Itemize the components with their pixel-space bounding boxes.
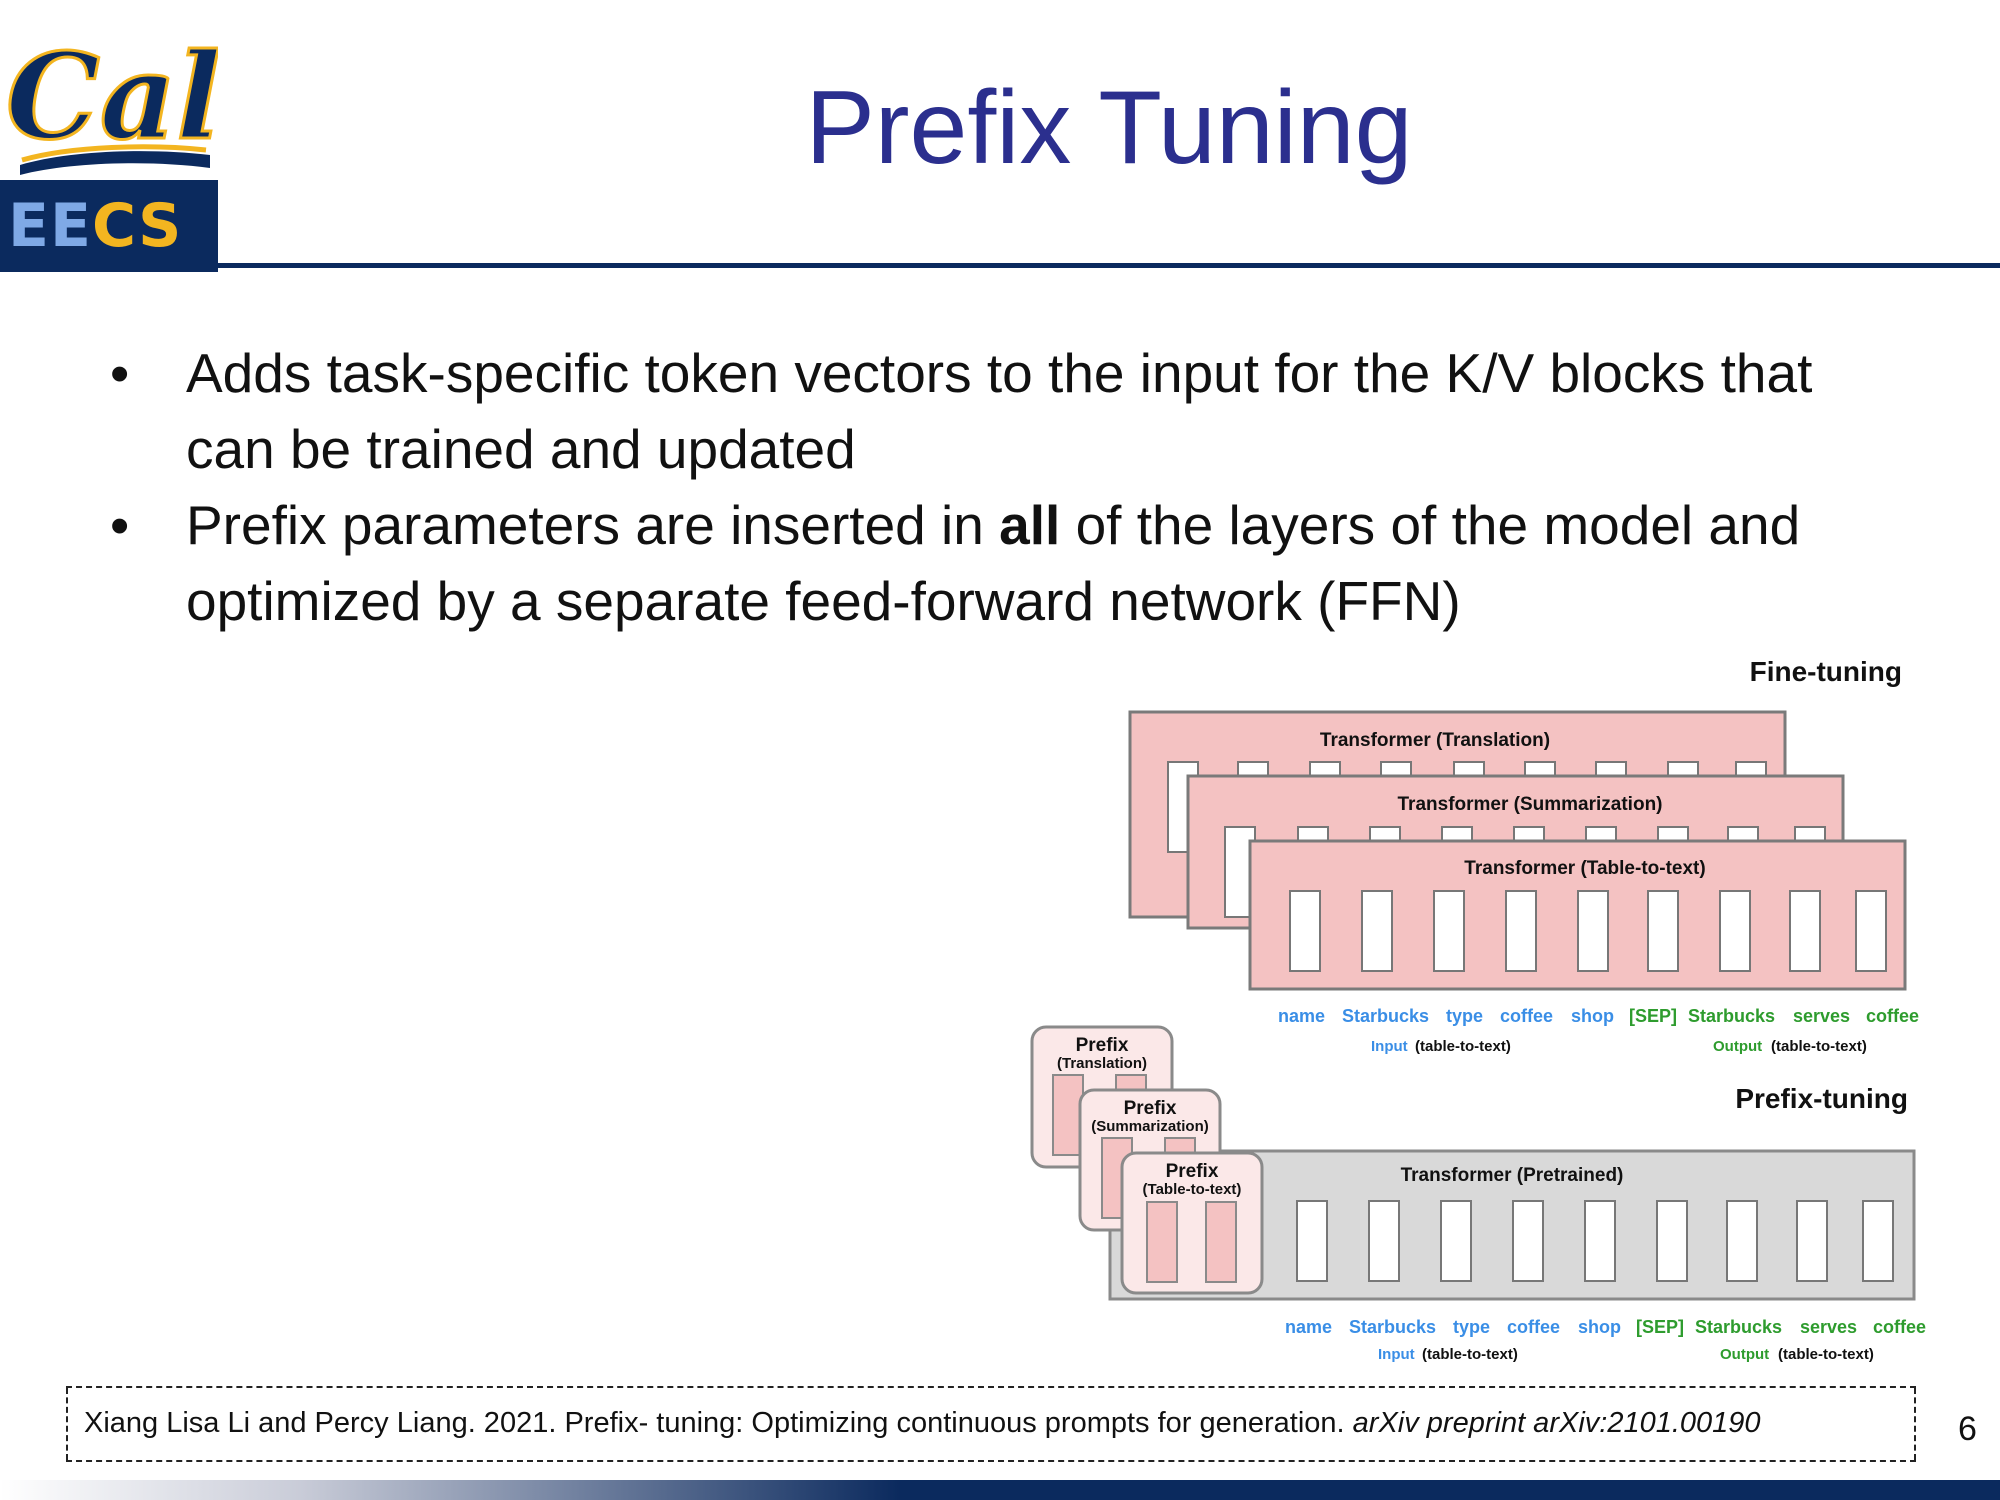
finetune-io-labels: Input (table-to-text) Output (table-to-t…	[1371, 1038, 1867, 1055]
svg-text:Starbucks: Starbucks	[1342, 1006, 1429, 1026]
prefix-io-labels: Input (table-to-text) Output (table-to-t…	[1378, 1346, 1874, 1363]
slide-title: Prefix Tuning	[805, 70, 1413, 186]
svg-text:(table-to-text): (table-to-text)	[1415, 1038, 1511, 1055]
svg-text:Transformer (Summarization): Transformer (Summarization)	[1398, 794, 1663, 815]
bullet-item: •Adds task-specific token vectors to the…	[100, 335, 1900, 487]
citation-left-border	[66, 1388, 68, 1460]
svg-text:Starbucks: Starbucks	[1349, 1317, 1436, 1337]
eecs-box	[0, 180, 218, 272]
page-number: 6	[1958, 1410, 1977, 1448]
prefix-tuning-diagram: Fine-tuning Transformer (Translation) Tr…	[1030, 656, 1926, 1363]
svg-text:coffee: coffee	[1873, 1317, 1926, 1337]
prefix-table-to-text: Prefix (Table-to-text)	[1120, 1151, 1264, 1295]
cal-script-logo: Cal	[5, 26, 218, 175]
bullet-item: •Prefix parameters are inserted in all o…	[100, 487, 1900, 639]
bullet-dot: •	[110, 494, 130, 556]
svg-text:type: type	[1453, 1317, 1490, 1337]
svg-text:shop: shop	[1571, 1006, 1614, 1026]
svg-text:[SEP]: [SEP]	[1636, 1317, 1684, 1337]
svg-text:shop: shop	[1578, 1317, 1621, 1337]
finetune-heading: Fine-tuning	[1750, 656, 1902, 687]
eecs-text: EECS	[8, 191, 183, 261]
svg-text:(table-to-text): (table-to-text)	[1778, 1346, 1874, 1363]
prefix-heading: Prefix-tuning	[1735, 1083, 1908, 1114]
svg-text:(Translation): (Translation)	[1057, 1055, 1147, 1072]
svg-text:(table-to-text): (table-to-text)	[1422, 1346, 1518, 1363]
svg-text:serves: serves	[1800, 1317, 1857, 1337]
title-rule	[218, 263, 2000, 268]
svg-text:Starbucks: Starbucks	[1695, 1317, 1782, 1337]
svg-text:Input: Input	[1378, 1346, 1415, 1363]
prefix-tokens: name Starbucks type coffee shop [SEP] St…	[1285, 1317, 1926, 1337]
svg-text:Prefix: Prefix	[1076, 1035, 1129, 1056]
citation-box: Xiang Lisa Li and Percy Liang. 2021. Pre…	[66, 1386, 1916, 1462]
transformer-table-to-text: Transformer (Table-to-text)	[1248, 839, 1907, 991]
svg-text:Output: Output	[1713, 1038, 1762, 1055]
citation-text: Xiang Lisa Li and Percy Liang. 2021. Pre…	[84, 1407, 1761, 1439]
svg-text:Transformer (Pretrained): Transformer (Pretrained)	[1401, 1165, 1624, 1186]
cal-eecs-logo: Cal EECS	[0, 0, 218, 272]
svg-text:(table-to-text): (table-to-text)	[1771, 1038, 1867, 1055]
svg-text:type: type	[1446, 1006, 1483, 1026]
svg-text:Transformer (Translation): Transformer (Translation)	[1320, 730, 1550, 751]
bullet-list: •Adds task-specific token vectors to the…	[100, 335, 1900, 639]
svg-text:(Summarization): (Summarization)	[1091, 1118, 1209, 1135]
svg-text:coffee: coffee	[1866, 1006, 1919, 1026]
svg-text:Transformer (Table-to-text): Transformer (Table-to-text)	[1464, 858, 1705, 879]
svg-text:serves: serves	[1793, 1006, 1850, 1026]
citation-right-border	[1914, 1388, 1916, 1460]
svg-text:Input: Input	[1371, 1038, 1408, 1055]
svg-text:Prefix: Prefix	[1166, 1161, 1219, 1182]
svg-text:Starbucks: Starbucks	[1688, 1006, 1775, 1026]
svg-text:Prefix: Prefix	[1124, 1098, 1177, 1119]
svg-text:Cal: Cal	[6, 27, 218, 166]
svg-text:Output: Output	[1720, 1346, 1769, 1363]
svg-text:coffee: coffee	[1507, 1317, 1560, 1337]
svg-text:name: name	[1278, 1006, 1325, 1026]
svg-text:[SEP]: [SEP]	[1629, 1006, 1677, 1026]
bullet-dot: •	[110, 342, 130, 404]
finetune-tokens: name Starbucks type coffee shop [SEP] St…	[1278, 1006, 1919, 1026]
svg-text:(Table-to-text): (Table-to-text)	[1143, 1181, 1242, 1198]
svg-text:name: name	[1285, 1317, 1332, 1337]
svg-text:coffee: coffee	[1500, 1006, 1553, 1026]
footer-bar	[0, 1480, 2000, 1500]
